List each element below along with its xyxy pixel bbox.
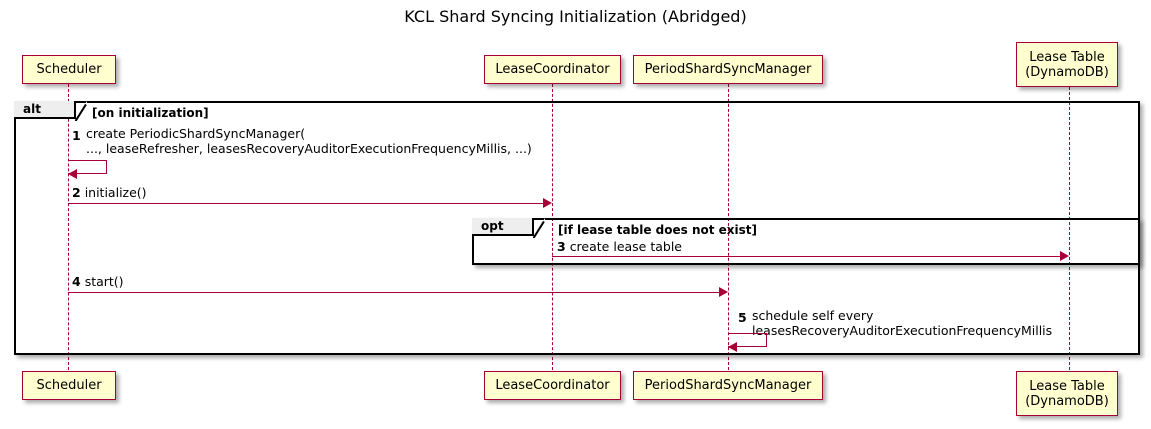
participant-label: PeriodShardSyncManager xyxy=(644,62,812,77)
diagram-title: KCL Shard Syncing Initialization (Abridg… xyxy=(404,7,747,26)
message-2-text: initialize() xyxy=(84,185,147,200)
participant-periodshardsyncmanager-bottom[interactable]: PeriodShardSyncManager xyxy=(633,371,823,400)
message-3-arrowhead xyxy=(1060,251,1069,261)
opt-frame-guard: [if lease table does not exist] xyxy=(558,223,758,237)
message-2-line xyxy=(68,203,543,204)
participant-label-line1: Lease Table xyxy=(1029,378,1105,394)
participant-scheduler-bottom[interactable]: Scheduler xyxy=(22,371,116,400)
opt-frame-operator: opt xyxy=(481,219,504,233)
message-5-label: 5 schedule self every leasesRecoveryAudi… xyxy=(738,308,1052,338)
message-1-number: 1 xyxy=(72,128,81,143)
message-4-arrowhead xyxy=(719,287,728,297)
participant-label-line2: (DynamoDB) xyxy=(1025,64,1109,80)
message-2-number: 2 xyxy=(72,185,81,200)
message-1-label: 1 create PeriodicShardSyncManager( ..., … xyxy=(72,126,532,156)
lifeline-scheduler xyxy=(68,84,69,370)
opt-frame-tab-notch xyxy=(534,218,545,236)
message-3-text: create lease table xyxy=(569,239,682,254)
participant-periodshardsyncmanager-top[interactable]: PeriodShardSyncManager xyxy=(633,55,823,84)
message-5-number: 5 xyxy=(738,310,747,325)
participant-leasetable-top[interactable]: Lease Table (DynamoDB) xyxy=(1016,42,1118,87)
message-4-line xyxy=(68,292,719,293)
participant-label-line2: (DynamoDB) xyxy=(1025,393,1109,409)
participant-label: LeaseCoordinator xyxy=(495,378,610,393)
message-1-self-loop xyxy=(68,160,107,174)
message-3-label: 3 create lease table xyxy=(557,239,682,254)
lifeline-leasecoordinator xyxy=(552,84,553,370)
message-4-text: start() xyxy=(84,274,124,289)
opt-frame-tab: opt xyxy=(472,218,534,236)
message-5-text-line2: leasesRecoveryAuditorExecutionFrequencyM… xyxy=(752,323,1053,338)
message-5-arrowhead xyxy=(728,342,737,352)
message-5-text-line1: schedule self every xyxy=(752,308,874,323)
participant-label-line1: Lease Table xyxy=(1029,49,1105,65)
alt-frame-tab: alt xyxy=(14,101,76,119)
message-1-arrowhead xyxy=(68,169,77,179)
opt-frame xyxy=(472,218,1140,265)
message-3-line xyxy=(552,256,1060,257)
message-5-self-loop xyxy=(728,333,767,347)
alt-frame-operator: alt xyxy=(23,102,41,116)
opt-frame-tab-notch-edge xyxy=(533,217,554,238)
message-2-label: 2 initialize() xyxy=(72,185,147,200)
participant-label: Scheduler xyxy=(36,378,102,393)
message-1-text-line2: ..., leaseRefresher, leasesRecoveryAudit… xyxy=(86,141,532,156)
message-4-number: 4 xyxy=(72,274,81,289)
participant-label: PeriodShardSyncManager xyxy=(644,378,812,393)
lifeline-periodshardsyncmanager xyxy=(728,84,729,370)
message-2-arrowhead xyxy=(543,198,552,208)
alt-frame-guard: [on initialization] xyxy=(92,106,209,120)
participant-leasecoordinator-top[interactable]: LeaseCoordinator xyxy=(484,55,621,84)
lifeline-leasetable xyxy=(1069,87,1070,370)
participant-leasecoordinator-bottom[interactable]: LeaseCoordinator xyxy=(484,371,621,400)
alt-frame-tab-notch xyxy=(76,101,87,119)
participant-label: Scheduler xyxy=(36,62,102,77)
participant-leasetable-bottom[interactable]: Lease Table (DynamoDB) xyxy=(1016,371,1118,416)
message-4-label: 4 start() xyxy=(72,274,124,289)
message-3-number: 3 xyxy=(557,239,566,254)
participant-label: LeaseCoordinator xyxy=(495,62,610,77)
participant-scheduler-top[interactable]: Scheduler xyxy=(22,55,116,84)
message-1-text-line1: create PeriodicShardSyncManager( xyxy=(86,126,306,141)
